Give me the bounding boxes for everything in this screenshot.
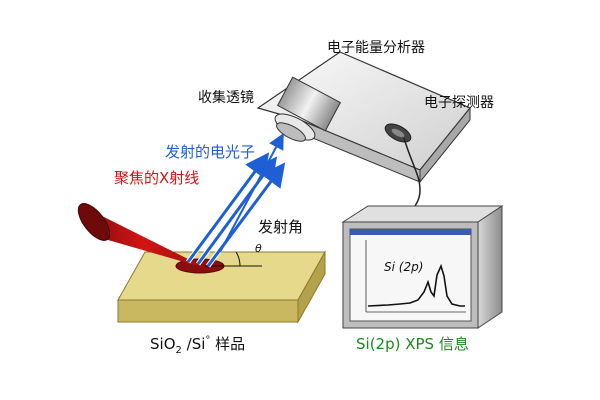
electron-beams <box>185 132 286 268</box>
electron-beam-3 <box>206 162 286 267</box>
theta-label: θ <box>255 242 262 255</box>
display-screen <box>349 228 472 322</box>
sample-label-sio: SiO <box>150 335 176 353</box>
xray-cone <box>77 203 205 268</box>
electron-beam-1 <box>186 152 270 263</box>
energy-analyzer <box>256 51 471 184</box>
angle-marker <box>205 251 262 267</box>
lens-label: 收集透镜 <box>198 90 254 106</box>
electron-detector <box>384 123 412 143</box>
xps-spectrum-curve <box>367 263 465 307</box>
spectrum-peak-label: Si (2p) <box>384 260 424 274</box>
xps-info-label: Si(2p) XPS 信息 <box>356 335 469 353</box>
collection-lens <box>274 76 342 142</box>
analyzer-label: 电子能量分析器 <box>327 40 425 56</box>
sample-label-mid: /Si <box>181 335 206 353</box>
sample-label: SiO2 /Si° 样品 <box>150 333 245 356</box>
display-box <box>341 205 504 329</box>
sample-label-tail: 样品 <box>210 335 246 353</box>
emission-angle-label: 发射角 <box>258 218 304 236</box>
emitted-electrons-label: 发射的电光子 <box>165 143 256 161</box>
sample-label-sub: 2 <box>175 345 182 356</box>
focused-xray-label: 聚焦的X射线 <box>114 169 200 187</box>
electron-beam-top <box>219 132 284 253</box>
detector-label: 电子探测器 <box>424 95 494 111</box>
sample-block <box>117 250 326 324</box>
sample-label-sup: ° <box>205 335 211 346</box>
